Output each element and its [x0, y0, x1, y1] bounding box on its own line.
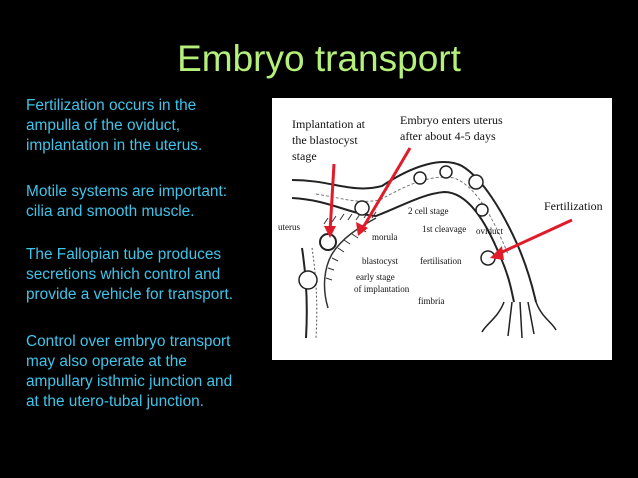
- fimbria: [481, 301, 557, 339]
- label-fimbria: fimbria: [418, 296, 445, 306]
- arrow-fertilization: [497, 218, 573, 256]
- callout-fertilization: Fertilization: [544, 199, 603, 213]
- embryo-transport-diagram: uterus 2 cell stage 1st cleavage oviduct…: [272, 98, 612, 360]
- paragraph-control: Control over embryo transport may also o…: [26, 332, 276, 412]
- embryo-stage-top-2: [439, 165, 453, 179]
- cilia-lining: [323, 211, 377, 225]
- paragraph-fallopian-tube: The Fallopian tube produces secretions w…: [26, 245, 276, 305]
- label-two-cell: 2 cell stage: [408, 206, 448, 216]
- arrow-embryo-enters-head: [356, 222, 368, 236]
- line: at the utero-tubal junction.: [26, 393, 204, 410]
- paragraph-motile-systems: Motile systems are important: cilia and …: [26, 182, 276, 222]
- callout-arrows: [324, 147, 573, 260]
- callout-embryo-enters-line-2: after about 4-5 days: [400, 129, 496, 143]
- label-oviduct: oviduct: [476, 226, 503, 236]
- label-uterus: uterus: [278, 222, 300, 232]
- arrow-embryo-enters: [362, 147, 412, 227]
- line: Motile systems are important:: [26, 183, 227, 200]
- line: cilia and smooth muscle.: [26, 203, 195, 220]
- slide-title: Embryo transport: [177, 38, 461, 79]
- blastocyst-embryo: [319, 233, 337, 251]
- label-morula: morula: [372, 232, 398, 242]
- line: provide a vehicle for transport.: [26, 286, 234, 303]
- oviduct-outer-wall: [291, 161, 537, 303]
- oviduct-inner-wall: [291, 190, 515, 303]
- line: ampulla of the oviduct,: [26, 117, 180, 134]
- uterine-wall: [301, 247, 308, 339]
- line: Control over embryo transport: [26, 333, 231, 350]
- line: ampullary isthmic junction and: [26, 373, 233, 390]
- line: implantation in the uterus.: [26, 137, 203, 154]
- uterine-lining: [311, 247, 318, 339]
- two-cell-embryo: [475, 203, 489, 217]
- embryo-stage-top-1: [413, 171, 427, 185]
- implanting-embryo: [298, 270, 318, 290]
- arrow-implantation: [328, 163, 336, 233]
- callout-implantation-line-2: the blastocyst: [292, 133, 358, 147]
- label-early-stage: early stage: [356, 272, 395, 282]
- diagram-svg: uterus 2 cell stage 1st cleavage oviduct…: [278, 113, 603, 339]
- morula-embryo: [354, 200, 370, 216]
- line: Fertilization occurs in the: [26, 97, 197, 114]
- callout-implantation-line-3: stage: [292, 149, 317, 163]
- embryo-stage-top-3: [468, 174, 484, 190]
- paragraph-fertilization: Fertilization occurs in the ampulla of t…: [26, 96, 276, 156]
- arrow-fertilization-head: [490, 246, 504, 260]
- label-first-cleavage: 1st cleavage: [422, 224, 466, 234]
- callout-embryo-enters-line-1: Embryo enters uterus: [400, 113, 503, 127]
- callout-implantation-line-1: Implantation at: [292, 117, 366, 131]
- line: may also operate at the: [26, 353, 187, 370]
- line: The Fallopian tube produces: [26, 246, 222, 263]
- label-fertilisation: fertilisation: [420, 256, 462, 266]
- arrow-implantation-head: [324, 226, 336, 238]
- label-blastocyst: blastocyst: [362, 256, 398, 266]
- line: secretions which control and: [26, 266, 221, 283]
- label-of-implantation: of implantation: [354, 284, 410, 294]
